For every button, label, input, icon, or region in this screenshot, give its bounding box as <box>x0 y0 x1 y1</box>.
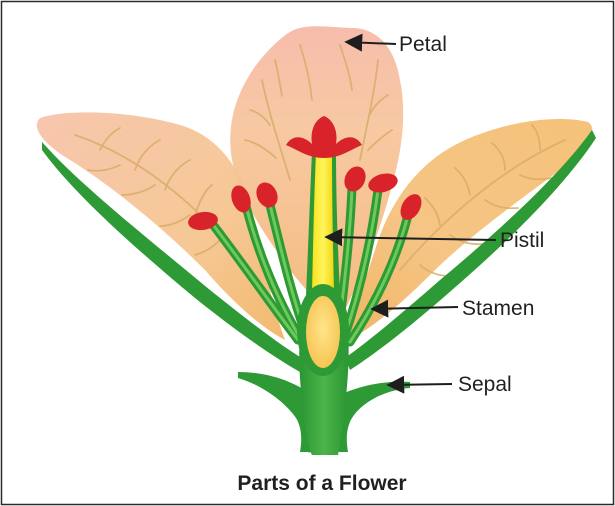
pistil-label: Pistil <box>500 229 544 252</box>
diagram-title: Parts of a Flower <box>237 472 406 495</box>
petal-label: Petal <box>399 33 447 56</box>
stamen-label: Stamen <box>462 297 534 320</box>
sepal-pointer-arrow <box>388 384 452 385</box>
sepal-label: Sepal <box>458 373 512 396</box>
